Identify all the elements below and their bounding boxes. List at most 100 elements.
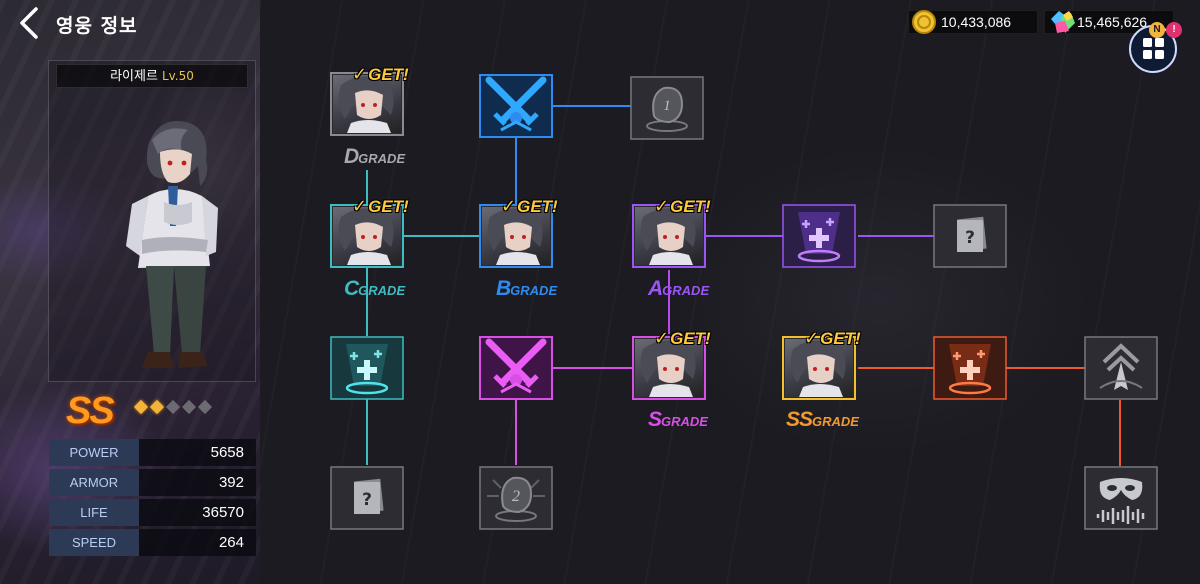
get-label: GET! — [368, 65, 409, 84]
get-badge: ✓GET! — [501, 196, 558, 217]
rune-stone-icon: 1 — [630, 76, 704, 140]
stat-node-plus-cyan[interactable] — [330, 336, 404, 400]
svg-text:?: ? — [965, 228, 975, 248]
locked-node-card-bottom[interactable]: ? — [330, 466, 404, 530]
grade-label-a: AGRADE — [648, 277, 709, 301]
locked-node-card-top[interactable]: ? — [933, 204, 1007, 268]
hero-name: 라이제르 — [110, 69, 158, 84]
rune-number: 2 — [512, 488, 520, 505]
svg-text:?: ? — [362, 490, 372, 510]
tree-connectors — [366, 105, 1121, 466]
stat-row-life: LIFE 36570 — [49, 499, 256, 526]
stat-value: 36570 — [139, 499, 256, 526]
rune-number: 1 — [663, 98, 671, 114]
gold-amount: 10,433,086 — [941, 14, 1012, 30]
checkmark-icon: ✓ — [501, 196, 517, 216]
skill-node-rune-1[interactable]: 1 — [630, 76, 704, 140]
star-empty-icon — [181, 399, 197, 415]
grade-letter: B — [496, 277, 511, 300]
grade-suffix: GRADE — [662, 283, 710, 298]
stat-node-plus-orange[interactable] — [933, 336, 1007, 400]
grade-suffix: GRADE — [358, 283, 406, 298]
hero-portrait-icon — [482, 207, 550, 265]
skill-node-rune-2[interactable]: 2 — [479, 466, 553, 530]
skill-node-swords-blue[interactable] — [479, 74, 553, 138]
gold-coin-icon — [912, 10, 936, 34]
grade-label-s: SGRADE — [648, 408, 708, 432]
checkmark-icon: ✓ — [352, 64, 368, 84]
grade-label-b: BGRADE — [496, 277, 557, 301]
hero-portrait-icon — [635, 339, 703, 397]
grade-letter: SS — [786, 408, 813, 431]
checkmark-icon: ✓ — [654, 196, 670, 216]
grade-tree — [260, 0, 1200, 584]
voice-node-mask[interactable] — [1084, 466, 1158, 530]
stat-node-plus-purple[interactable] — [782, 204, 856, 268]
get-badge: ✓GET! — [352, 64, 409, 85]
gold-currency[interactable]: 10,433,086 — [908, 10, 1038, 34]
get-label: GET! — [670, 197, 711, 216]
crossed-swords-icon — [479, 336, 553, 400]
grade-letter: D — [344, 145, 359, 168]
stat-plus-icon — [933, 336, 1007, 400]
skill-node-swords-pink[interactable] — [479, 336, 553, 400]
get-label: GET! — [820, 329, 861, 348]
grade-suffix: GRADE — [661, 414, 708, 429]
grade-label-c: CGRADE — [344, 277, 405, 301]
stat-row-armor: ARMOR 392 — [49, 469, 256, 496]
chevron-left-icon — [20, 7, 38, 39]
grade-suffix: GRADE — [510, 283, 558, 298]
mask-voice-icon — [1084, 466, 1158, 530]
new-badge: N — [1149, 22, 1165, 38]
crystal-amount: 15,465,626 — [1077, 14, 1148, 30]
hero-portrait-icon — [333, 75, 401, 133]
grade-node-c[interactable]: ✓GET! — [330, 196, 409, 268]
stat-value: 392 — [139, 469, 256, 496]
star-empty-icon — [165, 399, 181, 415]
hero-level: Lv.50 — [161, 69, 194, 83]
stat-label: ARMOR — [49, 469, 139, 496]
crystal-currency[interactable]: 15,465,626 — [1044, 10, 1174, 34]
grade-suffix: GRADE — [358, 151, 406, 166]
checkmark-icon: ✓ — [654, 328, 670, 348]
stat-row-speed: SPEED 264 — [49, 529, 256, 556]
crystal-gem-icon — [1051, 11, 1075, 33]
stat-value: 5658 — [139, 439, 256, 466]
star-filled-icon — [133, 399, 149, 415]
stat-row-power: POWER 5658 — [49, 439, 256, 466]
grade-label-ss: SSGRADE — [786, 408, 859, 432]
rank-node-emblem[interactable] — [1084, 336, 1158, 400]
hero-portrait-icon — [635, 207, 703, 265]
grade-node-d[interactable]: ✓GET! — [330, 64, 409, 136]
back-button[interactable] — [14, 6, 44, 40]
grade-letter: A — [648, 277, 663, 300]
hero-character-illustration[interactable] — [118, 116, 228, 386]
get-badge: ✓GET! — [804, 328, 861, 349]
get-badge: ✓GET! — [654, 328, 711, 349]
checkmark-icon: ✓ — [804, 328, 820, 348]
grade-node-a[interactable]: ✓GET! — [632, 196, 711, 268]
hero-portrait-icon — [333, 207, 401, 265]
star-empty-icon — [197, 399, 213, 415]
mystery-card-icon: ? — [933, 204, 1007, 268]
grade-node-b[interactable]: ✓GET! — [479, 196, 558, 268]
grade-node-ss[interactable]: ✓GET! — [782, 328, 861, 400]
crossed-swords-icon — [479, 74, 553, 138]
mystery-card-icon: ? — [330, 466, 404, 530]
grade-node-s[interactable]: ✓GET! — [632, 328, 711, 400]
get-label: GET! — [368, 197, 409, 216]
get-badge: ✓GET! — [352, 196, 409, 217]
rank-chevron-icon — [1084, 336, 1158, 400]
grade-label-d: DGRADE — [344, 145, 405, 169]
stat-label: LIFE — [49, 499, 139, 526]
alert-badge: ! — [1166, 22, 1182, 38]
grade-suffix: GRADE — [812, 414, 859, 429]
grade-letter: S — [648, 408, 662, 431]
checkmark-icon: ✓ — [352, 196, 368, 216]
get-label: GET! — [517, 197, 558, 216]
page-title: 영웅 정보 — [56, 15, 138, 37]
hero-grade-badge: SS — [66, 390, 115, 432]
grade-letter: C — [344, 277, 359, 300]
